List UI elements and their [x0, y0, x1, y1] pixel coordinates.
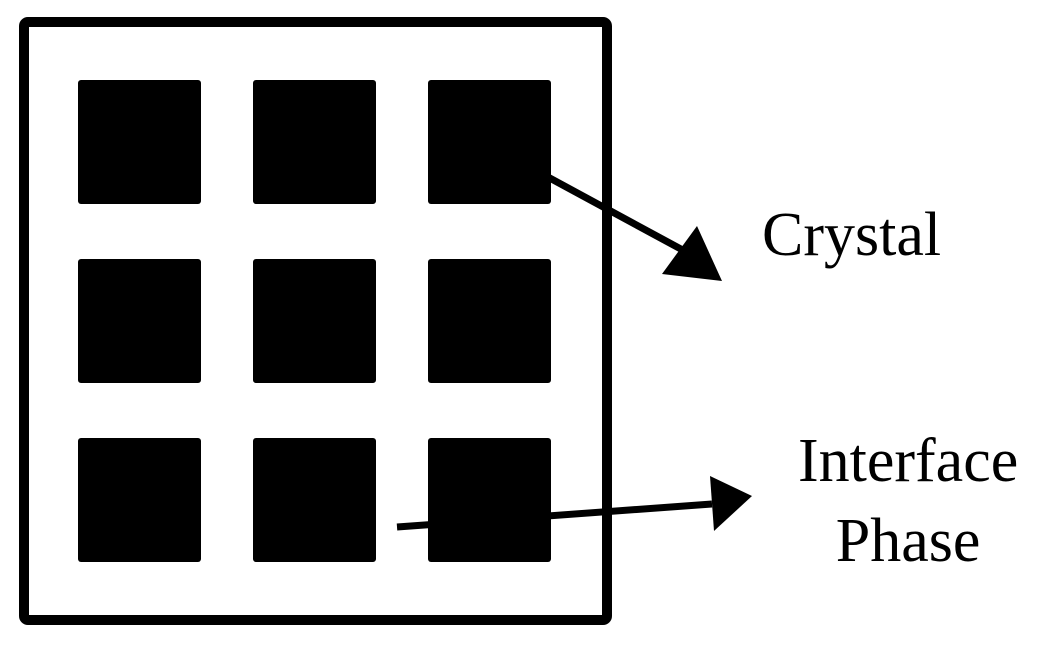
crystal-block-r1c2: [253, 80, 376, 204]
crystal-grid: [78, 80, 551, 562]
crystal-label: Crystal: [762, 201, 942, 269]
outer-frame: [19, 17, 612, 625]
interface-phase-label-line1: Interface: [798, 427, 1019, 495]
crystal-arrowhead: [662, 226, 722, 281]
interface-phase-label: Interface Phase: [798, 421, 1018, 581]
crystal-block-r1c1: [78, 80, 201, 204]
interface-phase-label-line2: Phase: [835, 507, 981, 575]
crystal-block-r3c2: [253, 438, 376, 562]
crystal-block-r2c1: [78, 259, 201, 383]
crystal-block-r2c3: [428, 259, 551, 383]
crystal-block-r2c2: [253, 259, 376, 383]
crystal-arrow: [544, 172, 722, 281]
interface-arrow: [396, 476, 752, 531]
crystal-block-r1c3: [428, 80, 551, 204]
crystal-block-r3c3: [428, 438, 551, 562]
crystal-block-r3c1: [78, 438, 201, 562]
interface-arrowhead: [710, 476, 752, 531]
